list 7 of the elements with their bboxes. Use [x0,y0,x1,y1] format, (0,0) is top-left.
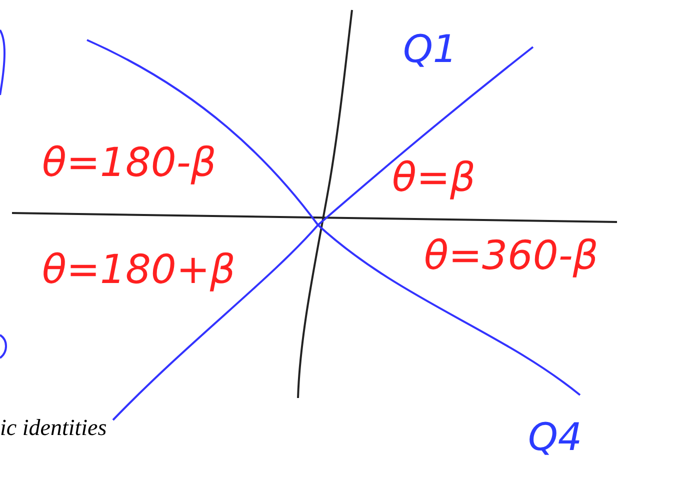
angle-formula: θ=180+β [42,250,236,290]
angle-formula: θ=β [392,158,476,198]
angle-formula: θ=360-β [424,236,598,276]
quadrant-label: Q1 [403,30,458,68]
caption-text: ic identities [0,416,107,439]
angle-formula: θ=180-β [42,143,216,183]
quadrant-label: Q4 [528,418,582,456]
